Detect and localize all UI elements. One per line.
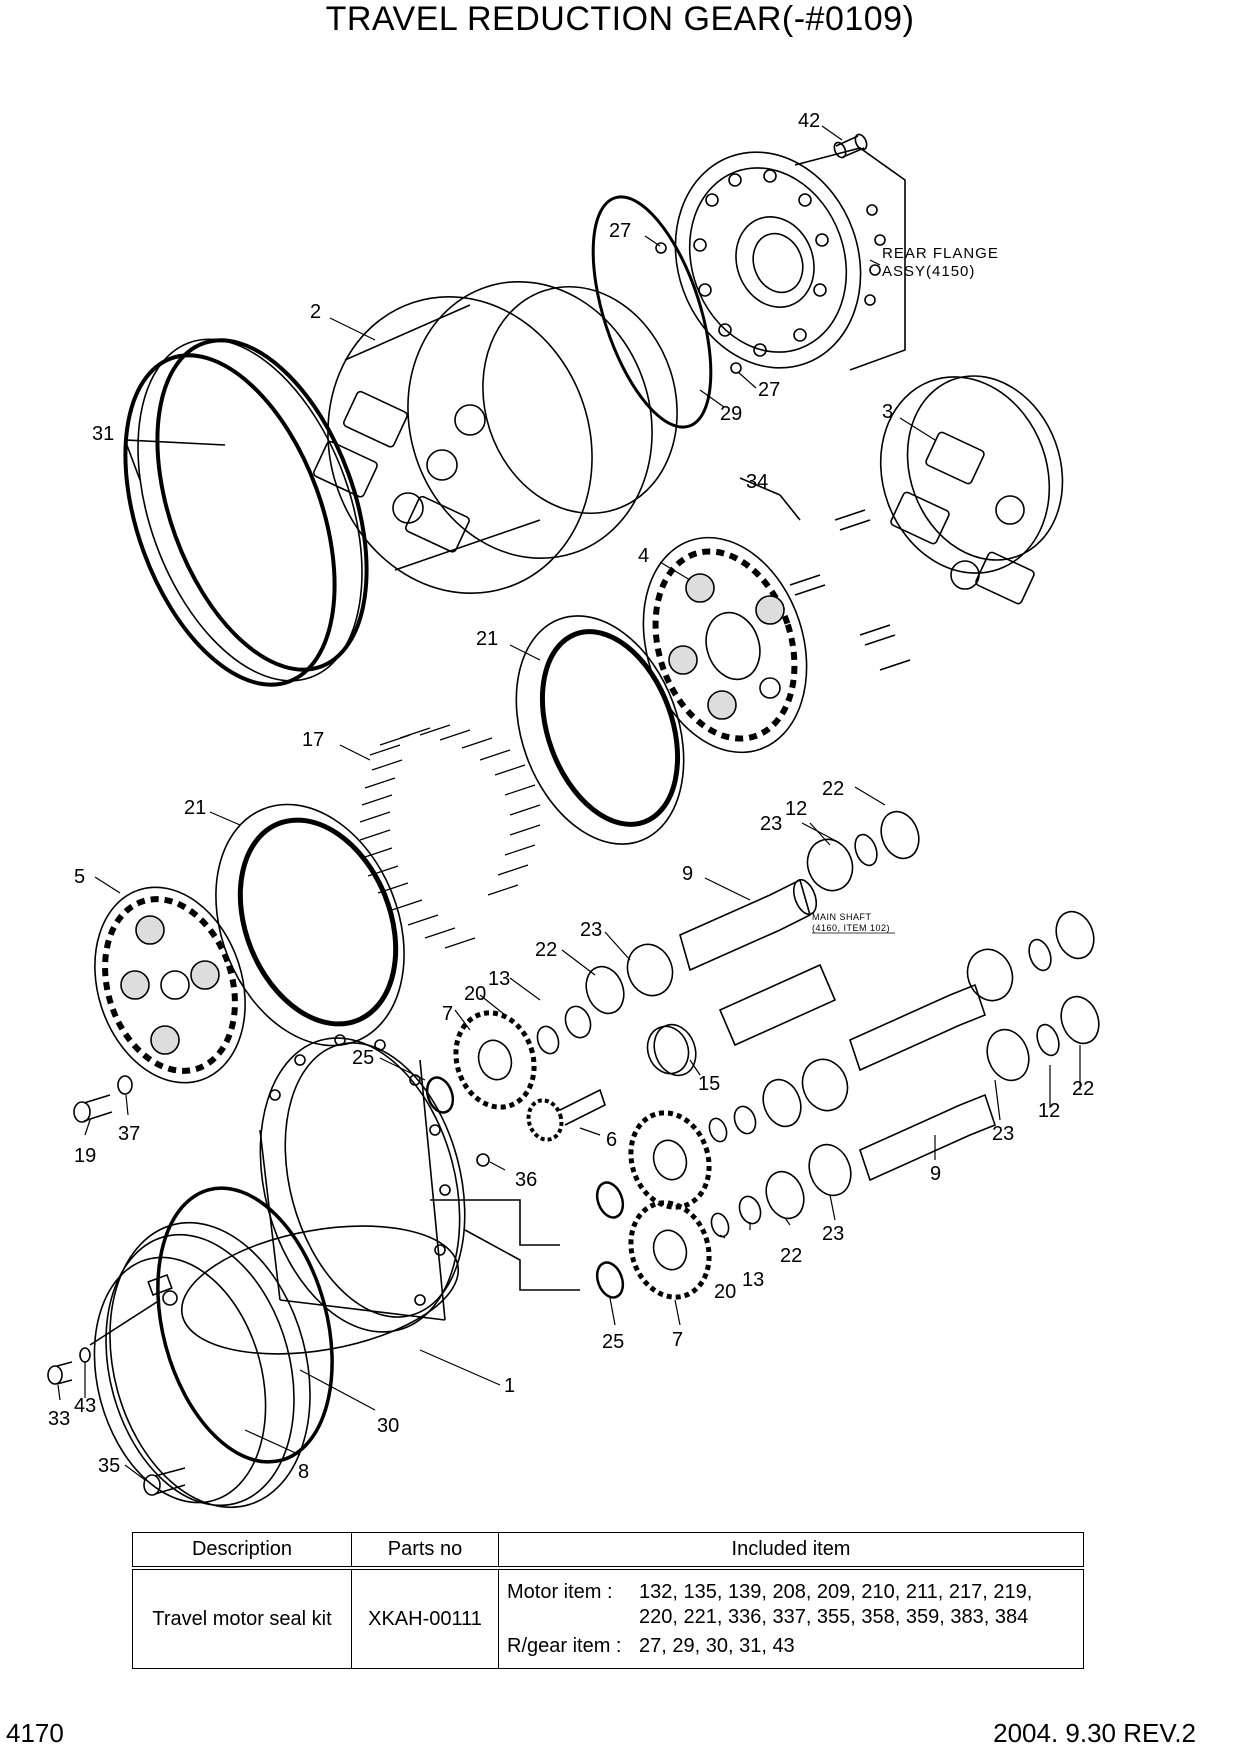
note-main-shaft-line1: MAIN SHAFT	[812, 912, 872, 922]
motor-item-label: Motor item :	[507, 1580, 613, 1603]
header-included-item: Included item	[498, 1532, 1084, 1569]
callout-12-right: 12	[1038, 1100, 1060, 1122]
callout-23-lower: 23	[822, 1223, 844, 1245]
exploded-parts-diagram: REAR FLANGE ASSY(4150) MAIN SHAFT (4160,…	[47, 110, 1100, 1509]
plug-33	[47, 1361, 73, 1385]
cell-included-items: Motor item : 132, 135, 139, 208, 209, 21…	[498, 1567, 1084, 1669]
bolt-19	[73, 1094, 113, 1123]
planet-gears-7	[453, 1010, 712, 1300]
page-title: TRAVEL REDUCTION GEAR(-#0109)	[325, 0, 915, 38]
table-header-row: Description Parts no Included item	[132, 1532, 1084, 1569]
callout-20-lower: 20	[714, 1281, 736, 1303]
callout-36: 36	[515, 1169, 537, 1191]
header-description: Description	[132, 1532, 352, 1569]
gear-5	[94, 886, 246, 1084]
header-parts-no: Parts no	[351, 1532, 499, 1569]
callout-21-lower: 21	[184, 797, 206, 819]
motor-item-values: 132, 135, 139, 208, 209, 210, 211, 217, …	[639, 1580, 1033, 1628]
included-rgear-items: R/gear item : 27, 29, 30, 31, 43	[507, 1634, 1075, 1659]
pinion-6	[526, 1088, 606, 1142]
callout-31: 31	[92, 423, 114, 445]
callout-27-lower: 27	[758, 379, 780, 401]
callout-43: 43	[74, 1395, 96, 1417]
main-shaft	[718, 963, 837, 1047]
seal-kit-table: Description Parts no Included item Trave…	[132, 1532, 1084, 1669]
callout-37: 37	[118, 1123, 140, 1145]
callout-9-lower: 9	[930, 1163, 941, 1185]
o-ring-30	[156, 1186, 334, 1464]
callout-5: 5	[74, 866, 85, 888]
callout-35: 35	[98, 1455, 120, 1477]
callout-13-lower: 13	[742, 1269, 764, 1291]
rgear-item-values: 27, 29, 30, 31, 43	[639, 1634, 795, 1657]
callout-13-upper: 13	[488, 968, 510, 990]
callout-8: 8	[298, 1461, 309, 1483]
included-motor-items: Motor item : 132, 135, 139, 208, 209, 21…	[507, 1580, 1075, 1630]
callout-22-left: 22	[535, 939, 557, 961]
note-rear-flange-line2: ASSY(4150)	[882, 263, 975, 280]
callout-15: 15	[698, 1073, 720, 1095]
pins-34	[739, 477, 911, 671]
callout-34: 34	[746, 471, 768, 493]
bearings	[536, 810, 1100, 1238]
callout-17: 17	[302, 729, 324, 751]
cell-parts-no: XKAH-00111	[351, 1567, 499, 1669]
callout-4: 4	[638, 545, 649, 567]
snap-rings-25	[425, 1076, 625, 1299]
callout-20-upper: 20	[464, 983, 486, 1005]
callout-1: 1	[504, 1375, 515, 1397]
callout-22-upper: 22	[822, 778, 844, 800]
callout-42: 42	[798, 110, 820, 132]
callout-25-upper: 25	[352, 1047, 374, 1069]
rgear-item-label: R/gear item :	[507, 1634, 622, 1657]
callout-27-upper: 27	[609, 220, 631, 242]
o-ring-27-upper	[655, 242, 667, 254]
callout-29: 29	[720, 403, 742, 425]
note-main-shaft-line2: (4160, ITEM 102)	[812, 923, 890, 933]
callout-33: 33	[48, 1408, 70, 1430]
housing-2	[313, 280, 678, 595]
callout-23-upper: 23	[760, 813, 782, 835]
rear-flange-assembly	[674, 147, 906, 371]
ball-36	[476, 1153, 490, 1167]
callout-2: 2	[310, 301, 321, 323]
table-row: Travel motor seal kit XKAH-00111 Motor i…	[132, 1567, 1084, 1669]
callout-21-upper: 21	[476, 628, 498, 650]
o-ring-29	[591, 195, 713, 429]
callout-labels: 42 27 2 27 29 31 3 34 4 21 17 22 21 12 2…	[48, 110, 1094, 1483]
callout-30: 30	[377, 1415, 399, 1437]
pin-42	[833, 133, 868, 159]
thrust-ring-21-upper	[515, 615, 685, 845]
callout-19: 19	[74, 1145, 96, 1167]
needle-rollers-17	[359, 724, 541, 949]
revision-date: 2004. 9.30 REV.2	[993, 1718, 1196, 1748]
callout-7-lower: 7	[672, 1329, 683, 1351]
seal-ring-31	[123, 338, 369, 687]
sun-shaft-9-lower	[859, 1093, 996, 1182]
carrier-3	[879, 375, 1064, 605]
callout-6: 6	[606, 1129, 617, 1151]
sun-shaft-9-middle	[849, 983, 986, 1072]
callout-25-lower: 25	[602, 1331, 624, 1353]
page-number: 4170	[6, 1718, 64, 1748]
leader-frame	[430, 1199, 580, 1291]
callout-3: 3	[882, 401, 893, 423]
cell-description: Travel motor seal kit	[132, 1567, 352, 1669]
callout-23-right: 23	[992, 1123, 1014, 1145]
o-ring-27-lower	[730, 362, 742, 374]
callout-12-upper: 12	[785, 798, 807, 820]
bushing-15	[653, 1023, 697, 1077]
callout-22-lower: 22	[780, 1245, 802, 1267]
o-ring-43	[79, 1347, 91, 1363]
callout-22-right: 22	[1072, 1078, 1094, 1100]
callout-9-upper: 9	[682, 863, 693, 885]
callout-7-upper: 7	[442, 1003, 453, 1025]
note-rear-flange-line1: REAR FLANGE	[882, 245, 999, 262]
washer-37	[117, 1075, 133, 1095]
leader-lines	[57, 125, 1081, 1481]
callout-23-left: 23	[580, 919, 602, 941]
bolt-35	[143, 1467, 186, 1496]
gear-4	[642, 536, 808, 754]
sun-shaft-9-upper	[679, 878, 818, 972]
